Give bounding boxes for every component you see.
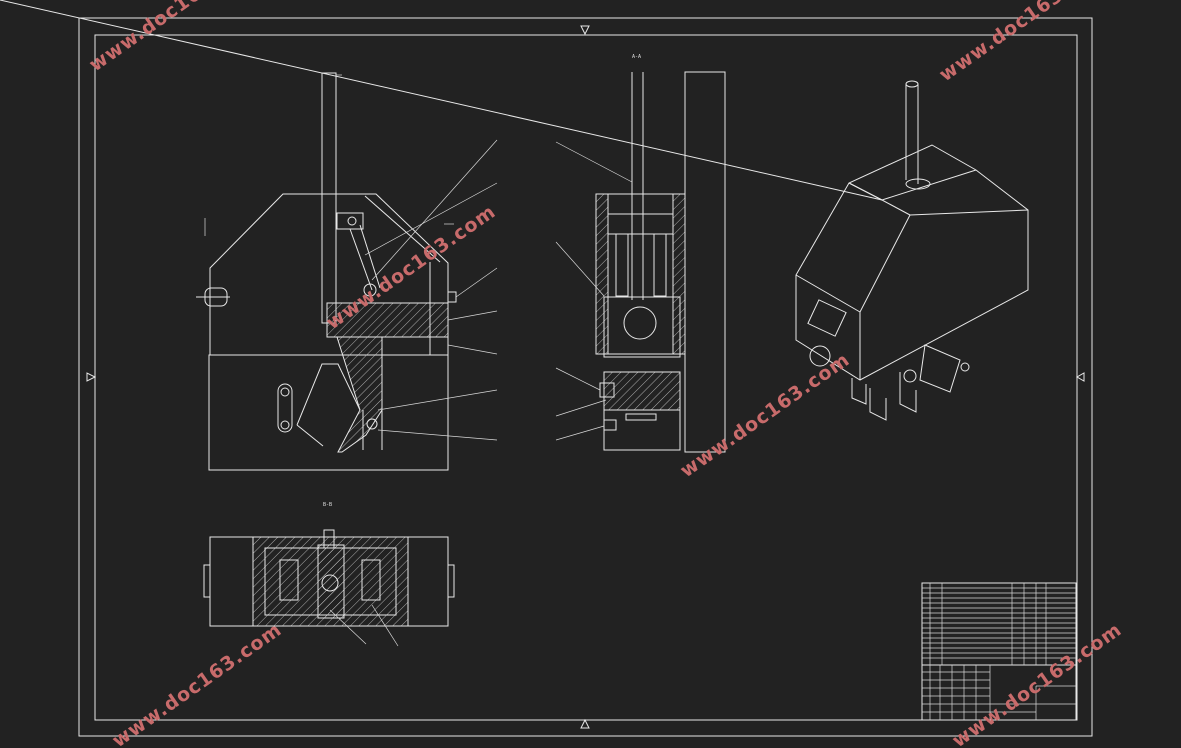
isometric-view: [0, 0, 1029, 421]
watermark-text: www.doc163.com: [935, 0, 1113, 86]
side-section-label: A-A: [632, 54, 641, 60]
plan-section-view: B-B: [203, 502, 455, 647]
title-block: [921, 582, 1077, 721]
front-view: [196, 72, 498, 471]
sheet-border: [78, 17, 1093, 737]
watermark-text: www.doc163.com: [85, 0, 263, 76]
watermark-text: www.doc163.com: [108, 618, 286, 748]
side-section-view: A-A: [555, 54, 726, 453]
watermark-text: www.doc163.com: [676, 348, 854, 482]
plan-section-label: B-B: [323, 502, 332, 508]
